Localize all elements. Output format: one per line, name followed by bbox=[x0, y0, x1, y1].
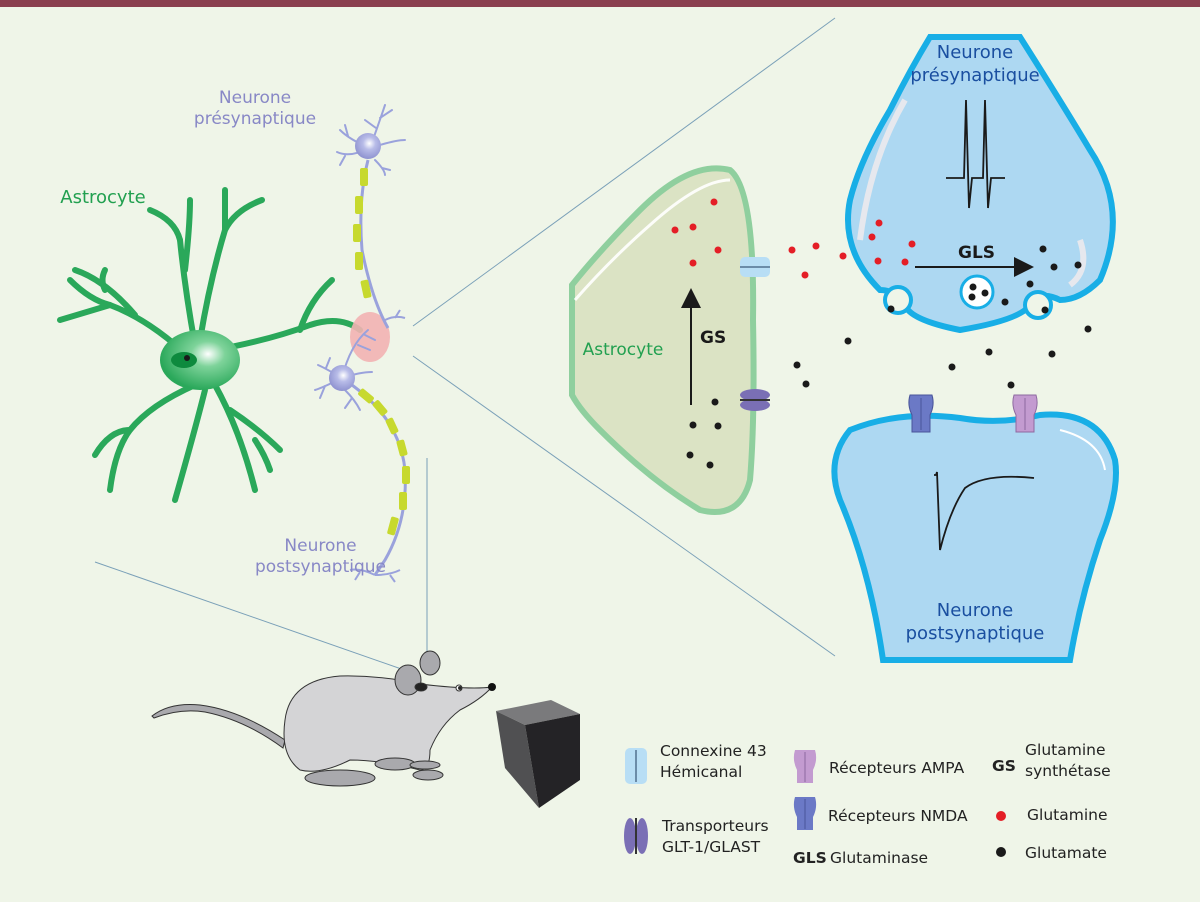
zoom-guide-lines bbox=[94, 17, 836, 673]
legend-connexin-icon bbox=[625, 748, 647, 784]
label-line: Neurone bbox=[284, 536, 357, 556]
label-line: postsynaptique bbox=[905, 622, 1045, 644]
legend-transporter-icon bbox=[624, 818, 648, 854]
label-postsynaptic-neuron: Neurone postsynaptique bbox=[248, 536, 393, 579]
nmda-receptor bbox=[908, 394, 934, 433]
label-gls: GLS bbox=[958, 243, 996, 263]
legend-glutamine-dot bbox=[996, 811, 1006, 821]
label-presynaptic-neuron: Neurone présynaptique bbox=[185, 88, 325, 131]
epsc-trace bbox=[934, 471, 1035, 551]
label-presynaptic-neuron-zoom: Neurone présynaptique bbox=[900, 42, 1050, 87]
label-line: Neurone bbox=[218, 88, 292, 108]
connexin-hemichannel bbox=[740, 257, 770, 277]
legend-transporters: Transporteurs GLT-1/GLAST bbox=[662, 816, 769, 858]
astrocyte-nucleolus bbox=[184, 355, 190, 361]
ampa-receptor bbox=[1012, 394, 1038, 433]
legend-gls-name: Glutaminase bbox=[830, 849, 929, 867]
label-astrocyte-zoom: Astrocyte bbox=[582, 340, 664, 360]
legend-gls-abbr: GLS bbox=[793, 849, 827, 867]
legend-glutamine: Glutamine bbox=[1027, 806, 1108, 824]
legend-connexin: Connexine 43 Hémicanal bbox=[660, 741, 767, 783]
label-line: Neurone bbox=[936, 42, 1014, 63]
legend-gs-name: Glutamine synthétase bbox=[1025, 740, 1111, 782]
legend-text-line: Hémicanal bbox=[660, 762, 743, 781]
action-potential-trace bbox=[946, 99, 1005, 209]
mouse-illustration bbox=[151, 650, 496, 787]
legend-text-line: synthétase bbox=[1025, 761, 1111, 780]
legend-glutamate-dot bbox=[996, 847, 1006, 857]
label-line: présynaptique bbox=[910, 64, 1040, 86]
legend-glutamate: Glutamate bbox=[1025, 844, 1107, 862]
glt1-glast-transporter bbox=[740, 389, 770, 411]
label-astrocyte: Astrocyte bbox=[60, 187, 146, 208]
legend-nmda-icon bbox=[793, 797, 817, 830]
label-line: présynaptique bbox=[193, 109, 317, 130]
presynaptic-neuron-small bbox=[336, 104, 406, 329]
cube-object bbox=[496, 700, 580, 808]
label-gs: GS bbox=[700, 328, 727, 348]
legend-icons bbox=[624, 748, 1006, 857]
glutamine-molecules bbox=[671, 198, 916, 279]
top-border bbox=[0, 0, 1200, 7]
legend-text-line: Connexine 43 bbox=[660, 742, 767, 760]
legend-gs-abbr: GS bbox=[992, 757, 1016, 775]
legend-ampa-icon bbox=[793, 750, 817, 783]
label-postsynaptic-neuron-zoom: Neurone postsynaptique bbox=[895, 600, 1055, 645]
astrocyte-nucleus bbox=[171, 352, 197, 368]
astrocyte-cell-small bbox=[57, 187, 363, 503]
astrocyte-zoom bbox=[569, 165, 757, 515]
synaptic-vesicle bbox=[959, 274, 995, 310]
postsynaptic-terminal-zoom bbox=[831, 411, 1119, 663]
legend-text-line: Transporteurs bbox=[662, 817, 769, 835]
legend-text-line: GLT-1/GLAST bbox=[662, 837, 761, 856]
legend-nmda: Récepteurs NMDA bbox=[828, 807, 968, 825]
label-line: Neurone bbox=[936, 600, 1014, 621]
legend-text-line: Glutamine bbox=[1025, 741, 1106, 759]
label-line: postsynaptique bbox=[254, 557, 387, 578]
glutamate-molecules bbox=[686, 245, 1092, 469]
legend-ampa: Récepteurs AMPA bbox=[829, 759, 965, 777]
postsynaptic-neuron-small bbox=[314, 329, 410, 583]
